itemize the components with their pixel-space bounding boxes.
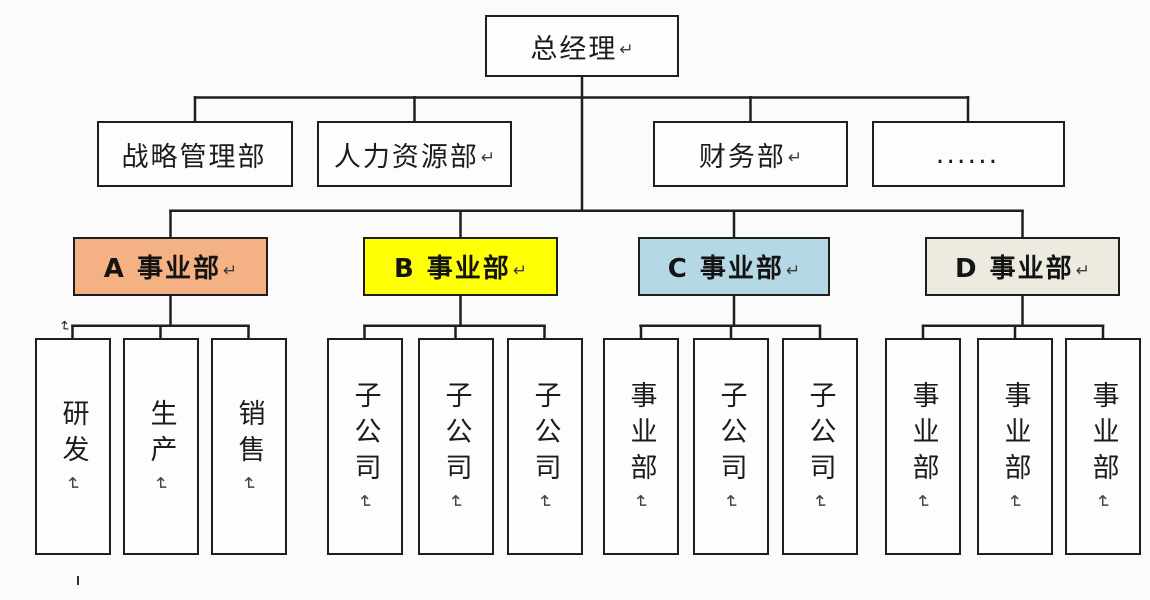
leaf-box-c-subsidiary-2: 子公司 ↵ bbox=[782, 338, 858, 555]
leaf-label: 子公司 bbox=[529, 381, 561, 489]
leaf-box-b-subsidiary-2: 子公司 ↵ bbox=[418, 338, 494, 555]
dept-label: 战略管理部 bbox=[121, 141, 267, 173]
return-mark-icon: ↵ bbox=[222, 260, 238, 281]
leaf-label: 事业部 bbox=[907, 381, 939, 489]
leaf-label: 子公司 bbox=[349, 381, 381, 489]
leaf-box-b-subsidiary-3: 子公司 ↵ bbox=[507, 338, 583, 555]
root-box-general-manager: 总经理↵ bbox=[485, 15, 679, 77]
division-label: B 事业部 bbox=[393, 254, 511, 284]
return-mark-icon: ↵ bbox=[480, 148, 496, 168]
dept-label: 人力资源部 bbox=[333, 141, 479, 173]
return-mark-icon: ↵ bbox=[354, 493, 376, 510]
leaf-label: 事业部 bbox=[625, 381, 657, 489]
leaf-box-c-division: 事业部 ↵ bbox=[603, 338, 679, 555]
division-label: A 事业部 bbox=[103, 254, 221, 284]
return-mark-icon: ↵ bbox=[1004, 493, 1026, 510]
leaf-label: 子公司 bbox=[804, 381, 836, 489]
division-label: C 事业部 bbox=[667, 254, 784, 284]
return-mark-icon: ↵ bbox=[534, 493, 556, 510]
division-box-c: C 事业部↵ bbox=[638, 237, 830, 296]
dept-label: 财务部 bbox=[698, 141, 786, 173]
return-mark-icon: ↵ bbox=[1075, 260, 1090, 281]
division-box-a: A 事业部↵ bbox=[73, 237, 268, 296]
return-mark-icon: ↵ bbox=[630, 493, 652, 510]
return-mark-icon: ↵ bbox=[512, 260, 528, 281]
stray-return-mark-icon: ↵ bbox=[55, 319, 73, 333]
connector-level3-drops bbox=[169, 209, 1024, 239]
return-mark-icon: ↵ bbox=[445, 493, 467, 510]
dept-box-hr: 人力资源部↵ bbox=[317, 121, 512, 187]
return-mark-icon: ↵ bbox=[1092, 493, 1114, 510]
stray-tick-mark bbox=[77, 576, 79, 585]
return-mark-icon: ↵ bbox=[720, 493, 742, 510]
dept-label: ...... bbox=[935, 138, 1000, 170]
leaf-label: 生产 bbox=[145, 399, 177, 471]
leaf-label: 事业部 bbox=[1087, 381, 1119, 489]
return-mark-icon: ↵ bbox=[785, 260, 801, 281]
leaf-label: 子公司 bbox=[715, 381, 747, 489]
leaf-box-d-division-1: 事业部 ↵ bbox=[885, 338, 961, 555]
leaf-label: 子公司 bbox=[440, 381, 472, 489]
return-mark-icon: ↵ bbox=[809, 493, 831, 510]
return-mark-icon: ↵ bbox=[619, 40, 634, 60]
return-mark-icon: ↵ bbox=[787, 148, 803, 168]
leaf-box-d-division-2: 事业部 ↵ bbox=[977, 338, 1053, 555]
leaf-label: 研发 bbox=[57, 399, 89, 471]
leaf-label: 事业部 bbox=[999, 381, 1031, 489]
dept-box-strategy: 战略管理部 bbox=[97, 121, 293, 187]
dept-box-ellipsis: ...... bbox=[872, 121, 1065, 187]
connector-division-stems bbox=[169, 294, 1024, 327]
division-label: D 事业部 bbox=[955, 254, 1074, 284]
return-mark-icon: ↵ bbox=[912, 493, 934, 510]
division-box-b: B 事业部↵ bbox=[363, 237, 558, 296]
root-label: 总经理 bbox=[530, 33, 618, 65]
leaf-box-d-division-3: 事业部 ↵ bbox=[1065, 338, 1141, 555]
dept-box-finance: 财务部↵ bbox=[653, 121, 848, 187]
leaf-box-a-sales: 销售 ↵ bbox=[211, 338, 287, 555]
division-box-d: D 事业部↵ bbox=[925, 237, 1120, 296]
leaf-box-c-subsidiary-1: 子公司 ↵ bbox=[693, 338, 769, 555]
leaf-box-a-production: 生产 ↵ bbox=[123, 338, 199, 555]
leaf-label: 销售 bbox=[233, 399, 265, 471]
return-mark-icon: ↵ bbox=[62, 475, 84, 492]
return-mark-icon: ↵ bbox=[150, 475, 172, 492]
connector-level2-drops bbox=[193, 96, 970, 123]
return-mark-icon: ↵ bbox=[238, 475, 260, 492]
leaf-box-b-subsidiary-1: 子公司 ↵ bbox=[327, 338, 403, 555]
leaf-box-a-rd: 研发 ↵ bbox=[35, 338, 111, 555]
